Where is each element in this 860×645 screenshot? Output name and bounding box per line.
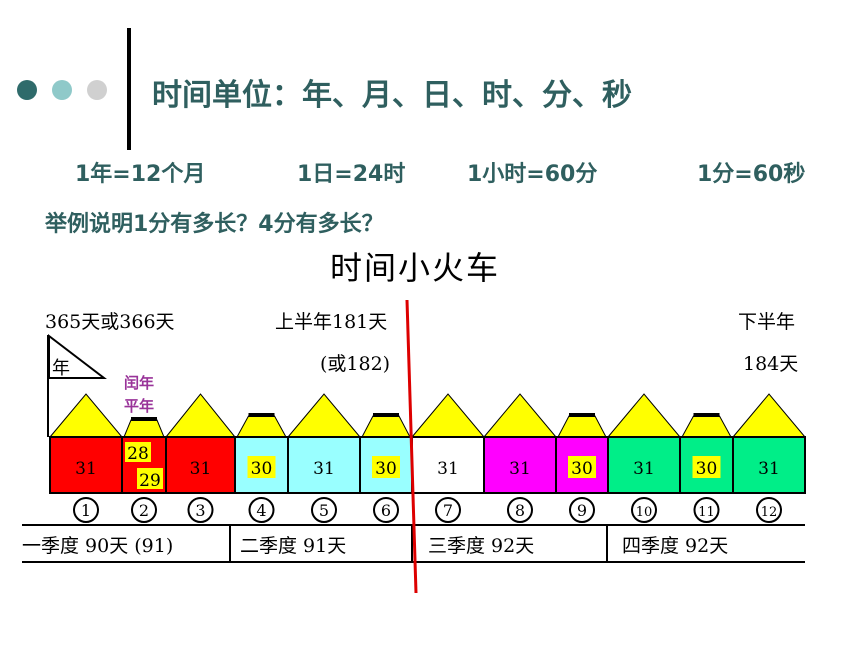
bullet-dot-light bbox=[87, 80, 107, 100]
car-days: 31 bbox=[437, 459, 459, 479]
title-divider bbox=[127, 28, 131, 150]
car-roof bbox=[361, 415, 411, 438]
car-roof bbox=[482, 393, 558, 438]
quarter-2-label: 二季度 91天 bbox=[240, 535, 346, 557]
car-day-box bbox=[247, 456, 276, 478]
feb-day-box bbox=[125, 442, 151, 462]
car-days: 31 bbox=[190, 459, 212, 479]
month-wheel bbox=[131, 497, 157, 523]
car-days: 31 bbox=[313, 459, 335, 479]
month-wheel bbox=[631, 497, 657, 523]
car-days: 30 bbox=[571, 459, 593, 479]
month-number: 3 bbox=[195, 501, 205, 520]
month-number: 1 bbox=[81, 501, 91, 520]
month-wheel bbox=[435, 497, 461, 523]
equivalence-year-months: 1年=12个月 bbox=[75, 162, 206, 187]
month-number: 4 bbox=[256, 501, 266, 520]
car-roof bbox=[410, 393, 486, 438]
month-number: 2 bbox=[139, 501, 149, 520]
month-number: 6 bbox=[381, 501, 391, 520]
car-chimney bbox=[693, 413, 720, 417]
car-chimney bbox=[131, 417, 157, 421]
equivalence-hour-minutes: 1小时=60分 bbox=[467, 162, 598, 187]
feb-leap-label: 闰年 bbox=[124, 374, 154, 392]
car-body bbox=[49, 436, 123, 494]
equivalence-day-hours: 1日=24时 bbox=[297, 162, 406, 187]
month-wheel bbox=[693, 497, 720, 523]
car-days: 30 bbox=[375, 459, 397, 479]
bullet-dot-dark bbox=[17, 80, 37, 100]
train-title: 时间小火车 bbox=[330, 249, 501, 287]
quarter-1-label: 一季度 90天 (91) bbox=[22, 535, 173, 557]
month-number: 11 bbox=[698, 505, 715, 520]
half-year-divider bbox=[405, 299, 418, 594]
month-wheel bbox=[569, 497, 595, 523]
month-number: 9 bbox=[577, 501, 587, 520]
car-days: 31 bbox=[75, 459, 97, 479]
quarter-3-label: 三季度 92天 bbox=[428, 535, 534, 557]
feb-common-label: 平年 bbox=[124, 397, 154, 415]
equivalence-minute-seconds: 1分=60秒 bbox=[697, 162, 806, 187]
month-wheel bbox=[73, 497, 99, 523]
car-roof bbox=[48, 393, 124, 438]
car-roof bbox=[236, 415, 287, 438]
car-chimney bbox=[373, 413, 399, 417]
page-heading: 时间单位：年、月、日、时、分、秒 bbox=[152, 78, 632, 113]
month-number: 7 bbox=[443, 501, 453, 520]
car-body bbox=[732, 436, 806, 494]
month-wheel bbox=[311, 497, 337, 523]
car-body bbox=[165, 436, 236, 494]
car-days: 30 bbox=[251, 459, 273, 479]
month-wheel bbox=[756, 497, 782, 523]
feb-days-common: 28 bbox=[127, 444, 149, 464]
first-half-label: 上半年181天 bbox=[275, 311, 387, 333]
car-roof bbox=[731, 393, 807, 438]
car-day-box bbox=[568, 456, 596, 478]
second-half-label: 下半年 bbox=[738, 311, 795, 333]
first-half-alt-label: (或182) bbox=[320, 353, 390, 375]
car-body bbox=[483, 436, 557, 494]
car-chimney bbox=[569, 413, 595, 417]
example-question: 举例说明1分有多长？4分有多长？ bbox=[45, 212, 384, 237]
second-half-days: 184天 bbox=[743, 353, 798, 375]
car-roof bbox=[123, 419, 165, 438]
month-number: 10 bbox=[636, 505, 653, 520]
flag-icon bbox=[48, 333, 107, 379]
car-days: 31 bbox=[633, 459, 655, 479]
car-day-box bbox=[692, 456, 721, 478]
car-body bbox=[287, 436, 361, 494]
month-wheel bbox=[373, 497, 399, 523]
feb-day-box bbox=[137, 468, 163, 489]
car-roof bbox=[164, 393, 237, 438]
month-number: 12 bbox=[761, 505, 778, 520]
car-roof bbox=[606, 393, 682, 438]
car-roof bbox=[681, 415, 732, 438]
car-body bbox=[607, 436, 681, 494]
year-days-label: 365天或366天 bbox=[45, 311, 175, 333]
month-number: 8 bbox=[515, 501, 525, 520]
car-roof bbox=[557, 415, 607, 438]
month-number: 5 bbox=[319, 501, 329, 520]
car-chimney bbox=[248, 413, 275, 417]
car-roof bbox=[286, 393, 362, 438]
bullet-dot-mid bbox=[52, 80, 72, 100]
month-wheel bbox=[248, 497, 275, 523]
car-days: 31 bbox=[509, 459, 531, 479]
car-day-box bbox=[372, 456, 400, 478]
car-days: 30 bbox=[696, 459, 718, 479]
car-days: 31 bbox=[758, 459, 780, 479]
flag-label: 年 bbox=[52, 358, 70, 379]
quarter-4-label: 四季度 92天 bbox=[622, 535, 728, 557]
month-wheel bbox=[187, 497, 214, 523]
train-cars: 31 1 28 29 2 31 3 30 4 31 5 30 6 31 7 31 8 30 9 31 10 30 11 31 1… bbox=[48, 393, 807, 523]
feb-days-leap: 29 bbox=[139, 471, 161, 491]
month-wheel bbox=[507, 497, 533, 523]
